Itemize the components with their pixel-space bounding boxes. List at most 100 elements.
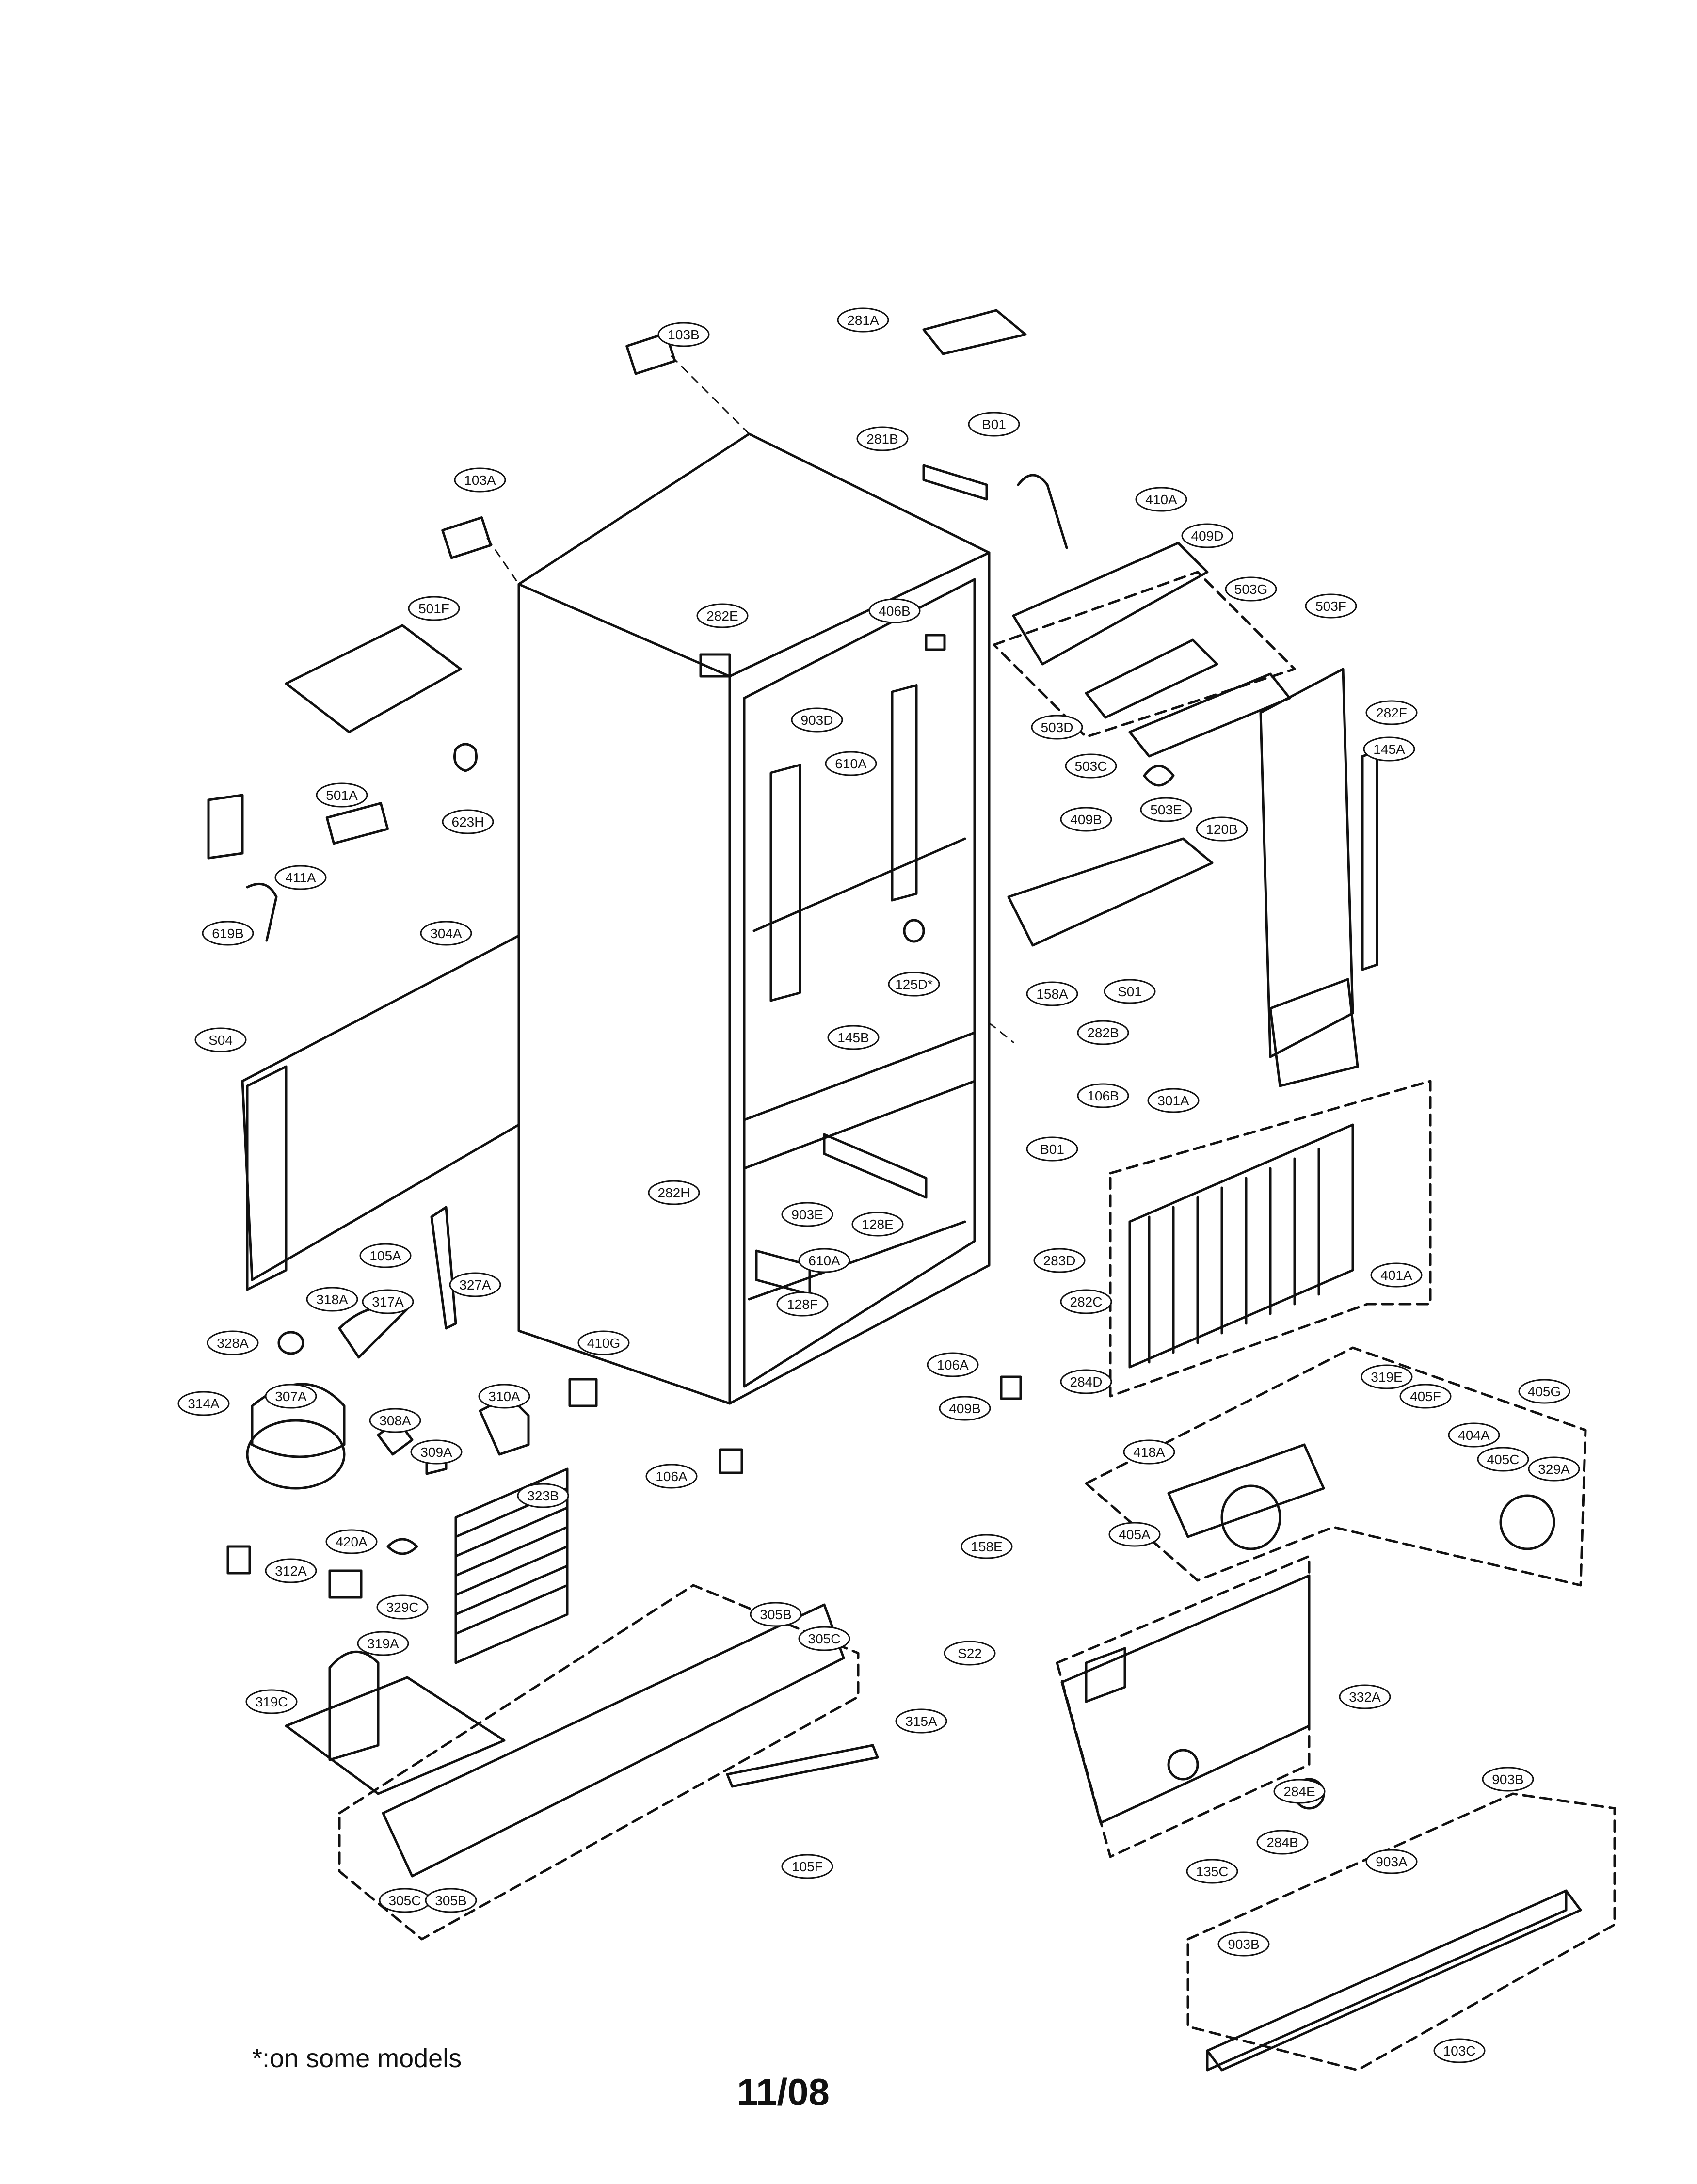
callout-284b: 284B — [1256, 1830, 1309, 1855]
part-number-label: B01 — [982, 417, 1006, 432]
callout-409b: 409B — [1060, 807, 1112, 832]
page-number: 11/08 — [737, 2071, 830, 2113]
callout-309a: 309A — [410, 1439, 463, 1465]
part-number-label: 128E — [862, 1217, 893, 1232]
callout-128e: 128E — [851, 1212, 904, 1237]
part-number-label: 305C — [389, 1893, 421, 1908]
part-number-label: 305C — [808, 1631, 841, 1646]
part-number-label: 318A — [316, 1292, 348, 1307]
callout-314a: 314A — [177, 1391, 230, 1416]
callout-903d: 903D — [791, 707, 843, 733]
part-number-label: 420A — [336, 1534, 368, 1549]
part-number-label: 307A — [275, 1389, 307, 1404]
part-number-label: 281B — [866, 431, 898, 446]
part-number-label: 120B — [1206, 822, 1237, 837]
callout-282f: 282F — [1365, 700, 1418, 725]
callout-405f: 405F — [1399, 1384, 1452, 1409]
part-number-label: 503F — [1315, 599, 1346, 614]
part-number-label: B01 — [1040, 1142, 1064, 1157]
callout-301a: 301A — [1147, 1088, 1200, 1113]
callout-406b: 406B — [868, 598, 921, 623]
callout-106a: 106A — [645, 1464, 698, 1489]
part-number-label: 305B — [760, 1607, 791, 1622]
callout-s22: S22 — [944, 1641, 996, 1666]
callout-283d: 283D — [1033, 1248, 1086, 1273]
part-number-label: 327A — [459, 1277, 491, 1292]
callout-404a: 404A — [1448, 1422, 1500, 1448]
part-number-label: 128F — [787, 1297, 818, 1312]
callout-106a: 106A — [927, 1352, 979, 1377]
part-number-label: 312A — [275, 1563, 307, 1578]
part-number-label: 332A — [1349, 1690, 1381, 1705]
callout-282h: 282H — [648, 1180, 700, 1205]
part-number-label: 105F — [792, 1859, 823, 1874]
callout-503e: 503E — [1140, 797, 1192, 822]
callout-411a: 411A — [274, 865, 327, 890]
part-number-label: 406B — [879, 604, 910, 619]
part-number-label: 405F — [1410, 1389, 1441, 1404]
callout-319c: 319C — [245, 1689, 298, 1714]
callout-145a: 145A — [1363, 736, 1415, 762]
part-number-label: 301A — [1157, 1093, 1189, 1108]
part-number-label: 305B — [435, 1893, 466, 1908]
part-number-label: 903B — [1492, 1772, 1523, 1787]
part-number-label: 103C — [1443, 2043, 1476, 2058]
callout-328a: 328A — [207, 1330, 259, 1355]
callout-284e: 284E — [1273, 1779, 1326, 1804]
callout-401a: 401A — [1370, 1262, 1423, 1288]
callout-503c: 503C — [1065, 753, 1117, 779]
callout-s01: S01 — [1104, 979, 1156, 1004]
callout-105a: 105A — [359, 1243, 412, 1268]
part-number-label: 314A — [188, 1396, 220, 1411]
part-number-label: 501F — [418, 601, 449, 616]
part-number-label: 903E — [791, 1207, 823, 1222]
callout-405g: 405G — [1518, 1379, 1570, 1404]
part-number-label: 619B — [212, 926, 243, 941]
part-number-label: 309A — [420, 1445, 452, 1460]
callout-125d: 125D* — [888, 972, 940, 997]
part-number-label: 411A — [285, 870, 316, 885]
part-number-label: 405G — [1528, 1384, 1561, 1399]
callout-106b: 106B — [1077, 1083, 1129, 1108]
callout-332a: 332A — [1339, 1684, 1391, 1709]
part-number-label: S22 — [958, 1646, 982, 1661]
part-number-label: 409B — [1070, 812, 1102, 827]
callout-103b: 103B — [657, 322, 710, 347]
part-number-label: 319E — [1371, 1370, 1402, 1385]
part-number-label: 103B — [668, 327, 699, 342]
evaporator — [1109, 1080, 1432, 1398]
callout-282c: 282C — [1060, 1289, 1112, 1314]
part-number-label: 501A — [326, 788, 358, 803]
callout-310a: 310A — [478, 1384, 530, 1409]
part-number-label: 903A — [1376, 1854, 1408, 1869]
callout-319a: 319A — [357, 1631, 409, 1656]
base-plate — [338, 1584, 879, 1941]
callout-281a: 281A — [837, 307, 889, 333]
part-number-label: 329A — [1538, 1462, 1570, 1477]
callout-s04: S04 — [194, 1027, 247, 1052]
callout-307a: 307A — [265, 1384, 317, 1409]
callout-128f: 128F — [776, 1291, 829, 1317]
part-number-label: 145A — [1373, 742, 1405, 757]
part-number-label: 418A — [1133, 1445, 1165, 1460]
callout-281b: 281B — [856, 426, 909, 451]
callout-103a: 103A — [454, 467, 506, 493]
part-number-label: 106A — [937, 1357, 969, 1372]
part-number-label: 329C — [386, 1600, 419, 1615]
part-number-label: 284E — [1283, 1784, 1315, 1799]
back-cover-panel — [1056, 1555, 1325, 1858]
callout-305b: 305B — [750, 1602, 802, 1627]
part-number-label: 903B — [1228, 1937, 1259, 1952]
part-number-label: 503G — [1234, 582, 1268, 597]
part-callouts: 103B281AB01281B410A103A409D406B282E503G5… — [177, 307, 1580, 2063]
part-number-label: 401A — [1380, 1268, 1412, 1283]
callout-409b: 409B — [939, 1396, 991, 1421]
part-number-label: 282E — [706, 608, 738, 623]
part-number-label: 106A — [656, 1469, 688, 1484]
callout-619b: 619B — [202, 921, 254, 946]
part-number-label: S04 — [208, 1033, 233, 1048]
callout-105f: 105F — [781, 1854, 833, 1879]
left-parts — [207, 332, 676, 1599]
callout-308a: 308A — [369, 1408, 421, 1433]
